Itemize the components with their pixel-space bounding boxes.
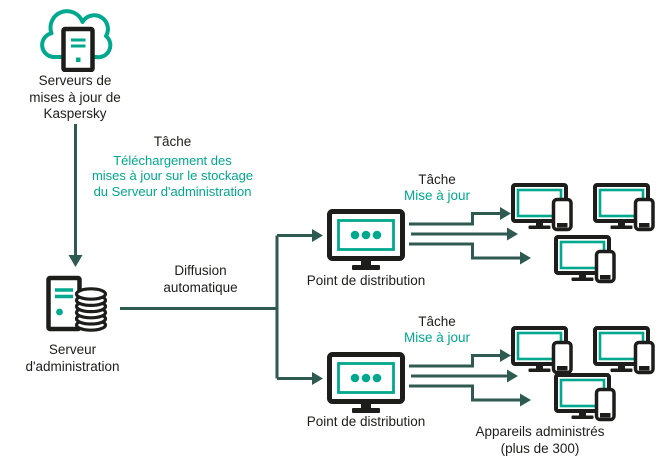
- arrow-branch-to-dp1: [277, 229, 323, 242]
- dp1-task-subtitle: Mise à jour: [403, 188, 471, 203]
- arrows-dp1-to-devices: [409, 207, 531, 265]
- managed-device-icon: [554, 235, 618, 285]
- arrow-branch-to-dp2: [277, 372, 323, 385]
- distribution-point-1-icon: [327, 209, 405, 271]
- download-task-line2: mises à jour sur le stockage: [91, 168, 254, 183]
- managed-device-icon: [593, 326, 657, 376]
- managed-devices-label-line2: (plus de 300): [500, 440, 580, 456]
- update-servers-label-line1: Serveurs de: [38, 73, 112, 88]
- arrow-update-servers-to-admin-server: [68, 124, 83, 267]
- update-servers-label-line3: Kaspersky: [43, 106, 107, 121]
- dp1-task-title: Tâche: [418, 172, 456, 187]
- update-servers-label-line2: mises à jour de: [29, 89, 121, 105]
- download-task-title: Tâche: [153, 134, 192, 149]
- download-task-line3: du Serveur d'administration: [93, 183, 252, 199]
- distribution-point-1-label: Point de distribution: [306, 273, 426, 288]
- dp2-task-subtitle: Mise à jour: [403, 330, 471, 345]
- admin-server-label: Serveur d'administration: [5, 342, 140, 375]
- download-task-description: Téléchargement des mises à jour sur le s…: [85, 153, 260, 200]
- update-servers-label: Serveurs de mises à jour de Kaspersky: [5, 73, 145, 123]
- managed-device-icon: [554, 373, 618, 423]
- connector-admin-server-branch: [120, 235, 279, 379]
- managed-device-icon: [593, 183, 657, 233]
- diffusion-label-line2: automatique: [163, 279, 238, 295]
- arrows-dp2-to-devices: [409, 349, 531, 407]
- distribution-point-2-label: Point de distribution: [306, 414, 426, 429]
- managed-device-icon: [511, 326, 575, 376]
- dp2-task-title: Tâche: [418, 314, 456, 329]
- download-task-label: Tâche Téléchargement des mises à jour su…: [85, 134, 260, 199]
- managed-devices-label: Appareils administrés (plus de 300): [452, 424, 628, 457]
- managed-devices-label-line1: Appareils administrés: [475, 424, 605, 439]
- admin-server-label-line1: Serveur: [48, 342, 97, 357]
- diffusion-label: Diffusion automatique: [138, 263, 263, 296]
- admin-server-icon: [44, 274, 122, 338]
- diffusion-label-line1: Diffusion: [174, 263, 227, 278]
- download-task-line1: Téléchargement des: [113, 152, 232, 168]
- managed-device-icon: [511, 183, 575, 233]
- admin-server-label-line2: d'administration: [25, 358, 120, 374]
- distribution-point-2-icon: [327, 352, 405, 414]
- cloud-server-icon: [38, 8, 114, 72]
